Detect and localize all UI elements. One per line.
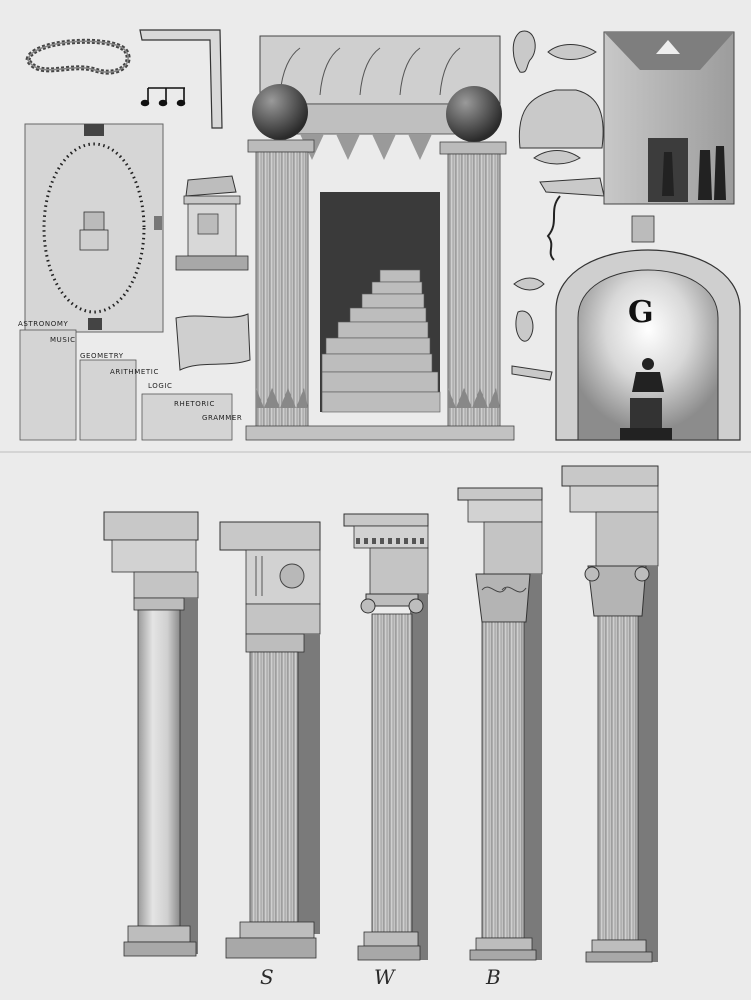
altar-with-book-icon: [175, 175, 249, 271]
step-label-logic: LOGIC: [148, 382, 173, 390]
dotted-oval-path: [42, 142, 146, 314]
ear-small-icon: [515, 310, 534, 342]
column-letter-w: W: [374, 965, 396, 989]
composite-column: [561, 465, 659, 963]
step-label-arithmetic: ARITHMETIC: [110, 368, 159, 376]
ionic-column: [343, 513, 429, 961]
finger-icon: [511, 365, 553, 381]
temple-porch-with-pillars: [245, 35, 515, 441]
step-label-geometry: GEOMETRY: [80, 352, 124, 360]
eye-icon: [533, 150, 581, 165]
metope-rosette-icon: [279, 563, 305, 589]
g-niche: G: [555, 215, 741, 441]
lips-icon: [547, 44, 597, 60]
corinthian-column: [457, 487, 543, 961]
face-profile-icon: [546, 195, 561, 261]
cable-tow-rope-icon: [25, 38, 131, 75]
step-label-rhetoric: RHETORIC: [174, 400, 215, 408]
composite-capital-icon: [587, 565, 647, 617]
tuscan-column: [103, 511, 199, 957]
ear-icon: [512, 30, 536, 73]
master-figure-icon: [632, 358, 664, 392]
liberal-arts-staircase: ASTRONOMY MUSIC GEOMETRY ARITHMETIC LOGI…: [18, 320, 242, 441]
eye-small-icon: [513, 277, 545, 291]
step-label-music: MUSIC: [50, 336, 76, 344]
torso-icon: [518, 89, 604, 149]
cloth-stone-icon: [175, 313, 251, 371]
step-label-astronomy: ASTRONOMY: [18, 320, 68, 328]
right-globe-icon: [446, 86, 502, 142]
sun-ray-icon: [656, 40, 680, 54]
step-label-grammer: GRAMMER: [202, 414, 242, 422]
left-pillar: [255, 151, 309, 429]
right-pillar: [447, 153, 501, 429]
winding-staircase: [321, 269, 441, 413]
figures-in-doorway: [662, 146, 726, 200]
column-letter-b: B: [485, 965, 501, 989]
doric-column: [219, 521, 321, 959]
senses-figures: [511, 30, 605, 381]
g-letter: G: [628, 295, 654, 330]
left-globe-icon: [252, 84, 308, 140]
acanthus-capital-icon: [475, 573, 531, 623]
music-notes-icon: [140, 87, 186, 107]
column-letter-s: S: [260, 965, 274, 989]
ionic-volute-icon: [360, 593, 424, 614]
lodge-floor-plan: [24, 123, 164, 333]
middle-chamber-scene: [603, 31, 735, 205]
square-tool-icon: [139, 29, 223, 129]
